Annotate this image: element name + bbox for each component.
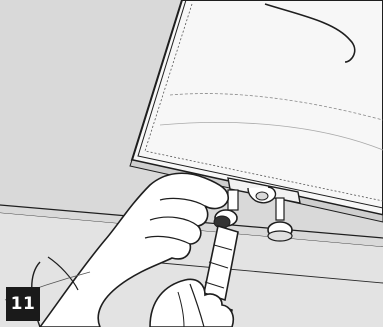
step-number: 11	[11, 294, 36, 314]
step-number-badge: 11	[6, 287, 40, 321]
